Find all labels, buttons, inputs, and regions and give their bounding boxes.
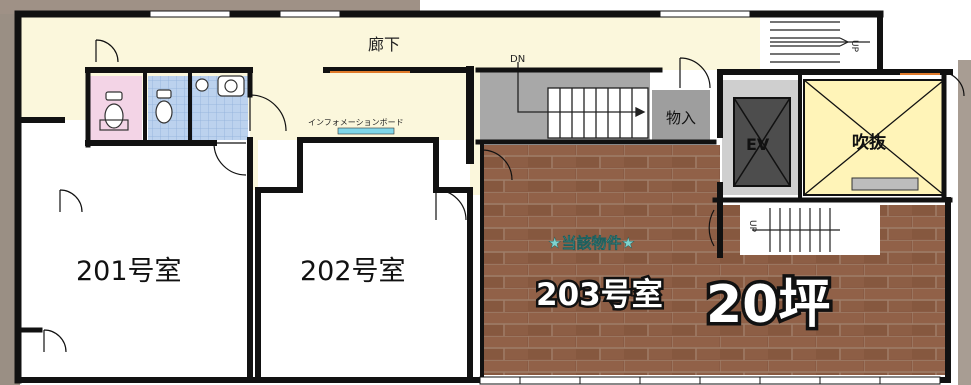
- sink-icon: [195, 75, 245, 97]
- backdrop-photo-right: [958, 60, 971, 385]
- atrium-label: 吹抜: [852, 132, 887, 153]
- stair-top-treads: [770, 21, 870, 63]
- room-201-label: 201号室: [76, 256, 182, 287]
- featured-badge: ★当該物件★: [548, 234, 635, 252]
- room-201-floor: [20, 120, 250, 378]
- stair-lower-up-label: UP: [747, 220, 757, 233]
- room-203-floor: [482, 145, 945, 375]
- corridor-floor: [20, 14, 880, 195]
- stair-lower-treads: [752, 208, 840, 252]
- stair-top-up-label: UP: [849, 40, 859, 53]
- atrium-rail: [851, 177, 919, 191]
- corridor-label: 廊下: [368, 35, 400, 54]
- urinal-icon: [155, 89, 173, 124]
- storage-label: 物入: [666, 109, 696, 127]
- room-203-area: 20坪: [706, 275, 830, 335]
- doors: [43, 39, 965, 353]
- stair-dn-treads: [517, 62, 649, 139]
- stair-dn-label: DN: [510, 54, 525, 65]
- elevator-label: EV: [746, 135, 770, 154]
- room-203-label: 203号室: [536, 277, 663, 313]
- windows: [149, 10, 941, 385]
- info-board-label: インフォメーションボード: [308, 118, 404, 127]
- room-202-label: 202号室: [300, 256, 406, 287]
- toilet-icon: [99, 91, 129, 131]
- info-board: [337, 127, 395, 135]
- elevator-cross-b: [733, 97, 791, 187]
- atrium-cross-b: [803, 79, 945, 196]
- storage-box: [652, 90, 710, 140]
